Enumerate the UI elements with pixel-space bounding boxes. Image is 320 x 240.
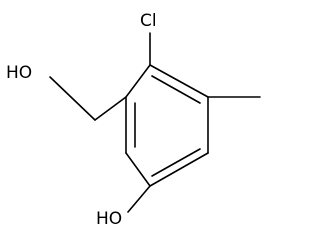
ring-double-bond-inner-1 (151, 75, 201, 104)
ring-bond-c1-c2 (149, 64, 209, 98)
ring-double-bond-inner-2 (151, 148, 201, 177)
ring-bond-c4-c5 (125, 152, 151, 187)
benzene-ring (125, 64, 209, 187)
ring-bond-c3-c4 (149, 152, 209, 187)
hydroxymethyl-oxygen-label: HO (6, 63, 32, 83)
bond-ch2-to-oxygen (49, 76, 96, 121)
bond-ring-to-ch2 (94, 96, 127, 121)
ring-bond-c6-c1 (125, 64, 151, 98)
chlorine-label: Cl (140, 11, 157, 31)
phenol-oxygen-label: HO (96, 209, 122, 229)
structure-canvas: Cl HO HO (6, 11, 261, 229)
molecule-diagram: Cl HO HO (6, 11, 261, 229)
bond-ring-to-phenol-oxygen (127, 185, 151, 213)
